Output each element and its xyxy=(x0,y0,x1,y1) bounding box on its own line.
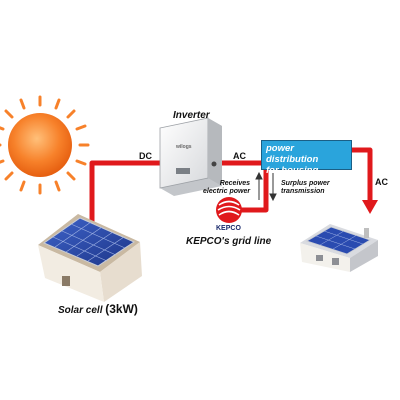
solar-cell-label: Solar cell (3kW) xyxy=(58,302,138,316)
surplus-power-label: Surplus power transmission xyxy=(281,180,330,195)
dc-label: DC xyxy=(139,151,152,161)
sun-icon xyxy=(0,95,90,195)
power-lines xyxy=(89,147,373,222)
dc-line xyxy=(89,160,162,222)
ac-arrow-icon xyxy=(362,200,378,214)
kepco-line xyxy=(240,170,269,213)
receives-power-label: Receives electric power xyxy=(203,180,251,195)
residential-house-icon xyxy=(300,224,378,272)
inverter-brand-label: wilogs xyxy=(176,144,192,150)
distribution-line-2: for housing xyxy=(266,165,319,176)
exchange-arrows xyxy=(255,171,277,202)
inverter-icon xyxy=(159,117,222,196)
distribution-line-1: power distribution xyxy=(266,143,319,165)
kepco-logo-icon xyxy=(216,197,242,223)
kepco-logo-text: KEPCO xyxy=(216,225,241,232)
power-distribution-box: power distribution for housing xyxy=(261,140,352,176)
ac-line-to-house xyxy=(352,147,373,202)
ac-right-label: AC xyxy=(375,177,388,187)
ac-left-label: AC xyxy=(233,151,246,161)
solar-house-icon xyxy=(38,214,142,302)
kepco-grid-label: KEPCO's grid line xyxy=(186,236,272,247)
inverter-label: Inverter xyxy=(173,110,210,121)
